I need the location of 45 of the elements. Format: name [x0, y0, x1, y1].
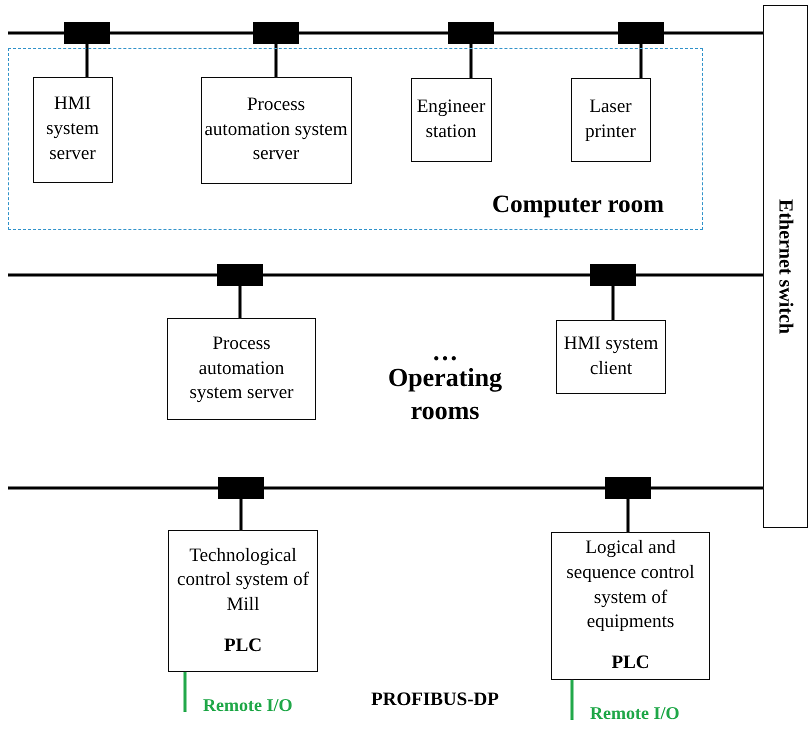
bus-line: [8, 274, 763, 276]
device-box: [570, 78, 650, 162]
region-title: Computer room: [491, 190, 665, 220]
device-label: Ethernet switch: [774, 199, 798, 334]
bus-name: PROFIBUS-DP: [370, 688, 500, 712]
device-label: Process automation system server: [188, 332, 294, 406]
device-box: [410, 78, 492, 162]
connector-block: [64, 22, 110, 44]
device-label: Process automation system server: [204, 92, 349, 166]
bus-line: [8, 486, 763, 490]
connector-block: [217, 264, 263, 286]
link-line: [626, 499, 630, 532]
connector-block: [253, 22, 299, 44]
device-label: Laser printer: [584, 94, 637, 144]
device-label: Engineer station: [416, 94, 486, 144]
device-box: [556, 320, 666, 394]
link-line: [640, 44, 642, 78]
edge-label: Remote I/O: [590, 703, 680, 724]
link-line: [470, 44, 472, 78]
link-line: [274, 44, 278, 77]
link-line: [238, 286, 242, 318]
connector-block: [218, 477, 264, 499]
device-label: HMI system server: [45, 92, 100, 166]
connector-block: [605, 477, 651, 499]
edge-label: Remote I/O: [203, 695, 292, 716]
switch-box: [763, 5, 808, 528]
device-box: [167, 318, 316, 420]
device-label: HMI system client: [562, 332, 660, 381]
room-region: [8, 48, 703, 230]
connector-block: [448, 22, 494, 44]
device-box: [551, 532, 710, 680]
connector-block: [618, 22, 664, 44]
cable-line: [184, 672, 186, 712]
device-label: Technological control system of Mill: [176, 544, 310, 617]
link-line: [240, 499, 242, 530]
device-type: PLC: [610, 651, 650, 676]
device-label: Logical and sequence control system of equipments: [565, 536, 696, 634]
connector-block: [590, 264, 636, 286]
device-box: [32, 76, 112, 182]
device-type: PLC: [223, 634, 263, 658]
device-box: [200, 76, 352, 184]
cable-line: [570, 680, 574, 720]
link-line: [612, 286, 614, 320]
device-box: [168, 530, 318, 672]
link-line: [86, 44, 88, 77]
